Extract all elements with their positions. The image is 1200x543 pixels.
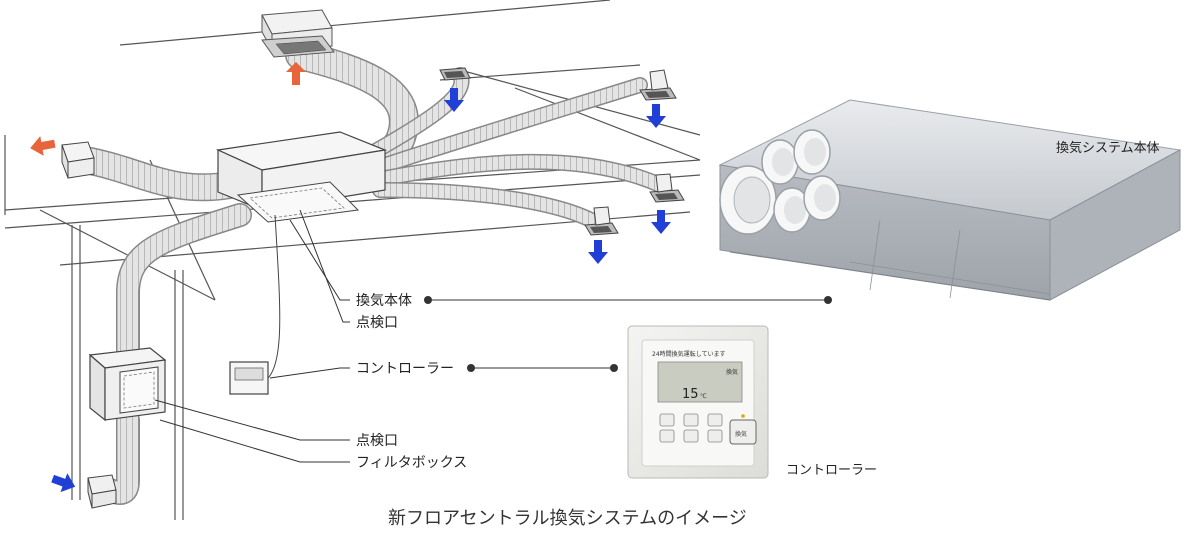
supply-registers [439,67,685,236]
supply-arrow-icon-5 [51,473,76,493]
left-exhaust-hood [61,141,95,179]
label-inspection-port-top: 点検口 [356,315,398,331]
label-main-unit: 換気本体 [356,293,412,309]
label-unit-photo: 換気システム本体 [1056,140,1160,156]
main-unit-drawing [215,131,388,223]
top-register [261,9,335,58]
label-filter-box: フィルタボックス [356,455,467,471]
controller-indicator-icon [741,414,745,418]
diagram-caption: 新フロアセントラル換気システムのイメージ [388,508,747,529]
supply-arrow-icon-2 [646,104,666,128]
label-controller: コントローラー [356,361,454,377]
airflow-arrows [30,62,671,493]
callout-dot-unit-start [424,296,432,304]
controller-header-text: 24時間換気運転しています [652,350,725,358]
controller-display-unit: ℃ [700,393,707,400]
bottom-outlet [87,474,117,509]
callout-dot-unit-end [824,296,832,304]
flex-ducts [71,40,668,505]
supply-arrow-icon-3 [651,210,671,234]
callout-dot-controller-end [610,364,618,372]
label-inspection-port-bottom: 点検口 [356,433,398,449]
unit-photo [718,99,1182,301]
controller-display-value: 15 [682,387,699,402]
controller-ventilation-button [729,419,757,445]
wall-controller-drawing [229,214,281,395]
controller-button-label: 換気 [735,430,747,438]
supply-arrow-icon-1 [444,88,464,112]
exhaust-arrow-left-icon [30,136,56,156]
supply-register-3 [649,173,685,203]
supply-register-4 [584,206,619,236]
supply-arrow-icon-4 [588,240,608,264]
callout-dot-controller-start [467,364,475,372]
supply-register-2 [639,69,677,101]
ceiling-frame [4,0,701,520]
supply-register-1 [439,67,471,81]
unit-collars [719,129,841,235]
callout-lines [154,209,828,463]
controller-status-text: 換気 [726,368,738,376]
exhaust-arrow-up-icon [286,62,306,85]
controller-buttons [659,413,723,443]
controller-photo: 24時間換気運転しています 換気 15 ℃ 換気 [627,325,769,479]
filter-box-drawing [88,347,167,422]
controller-lcd [657,361,743,403]
label-controller-photo: コントローラー [786,463,877,478]
